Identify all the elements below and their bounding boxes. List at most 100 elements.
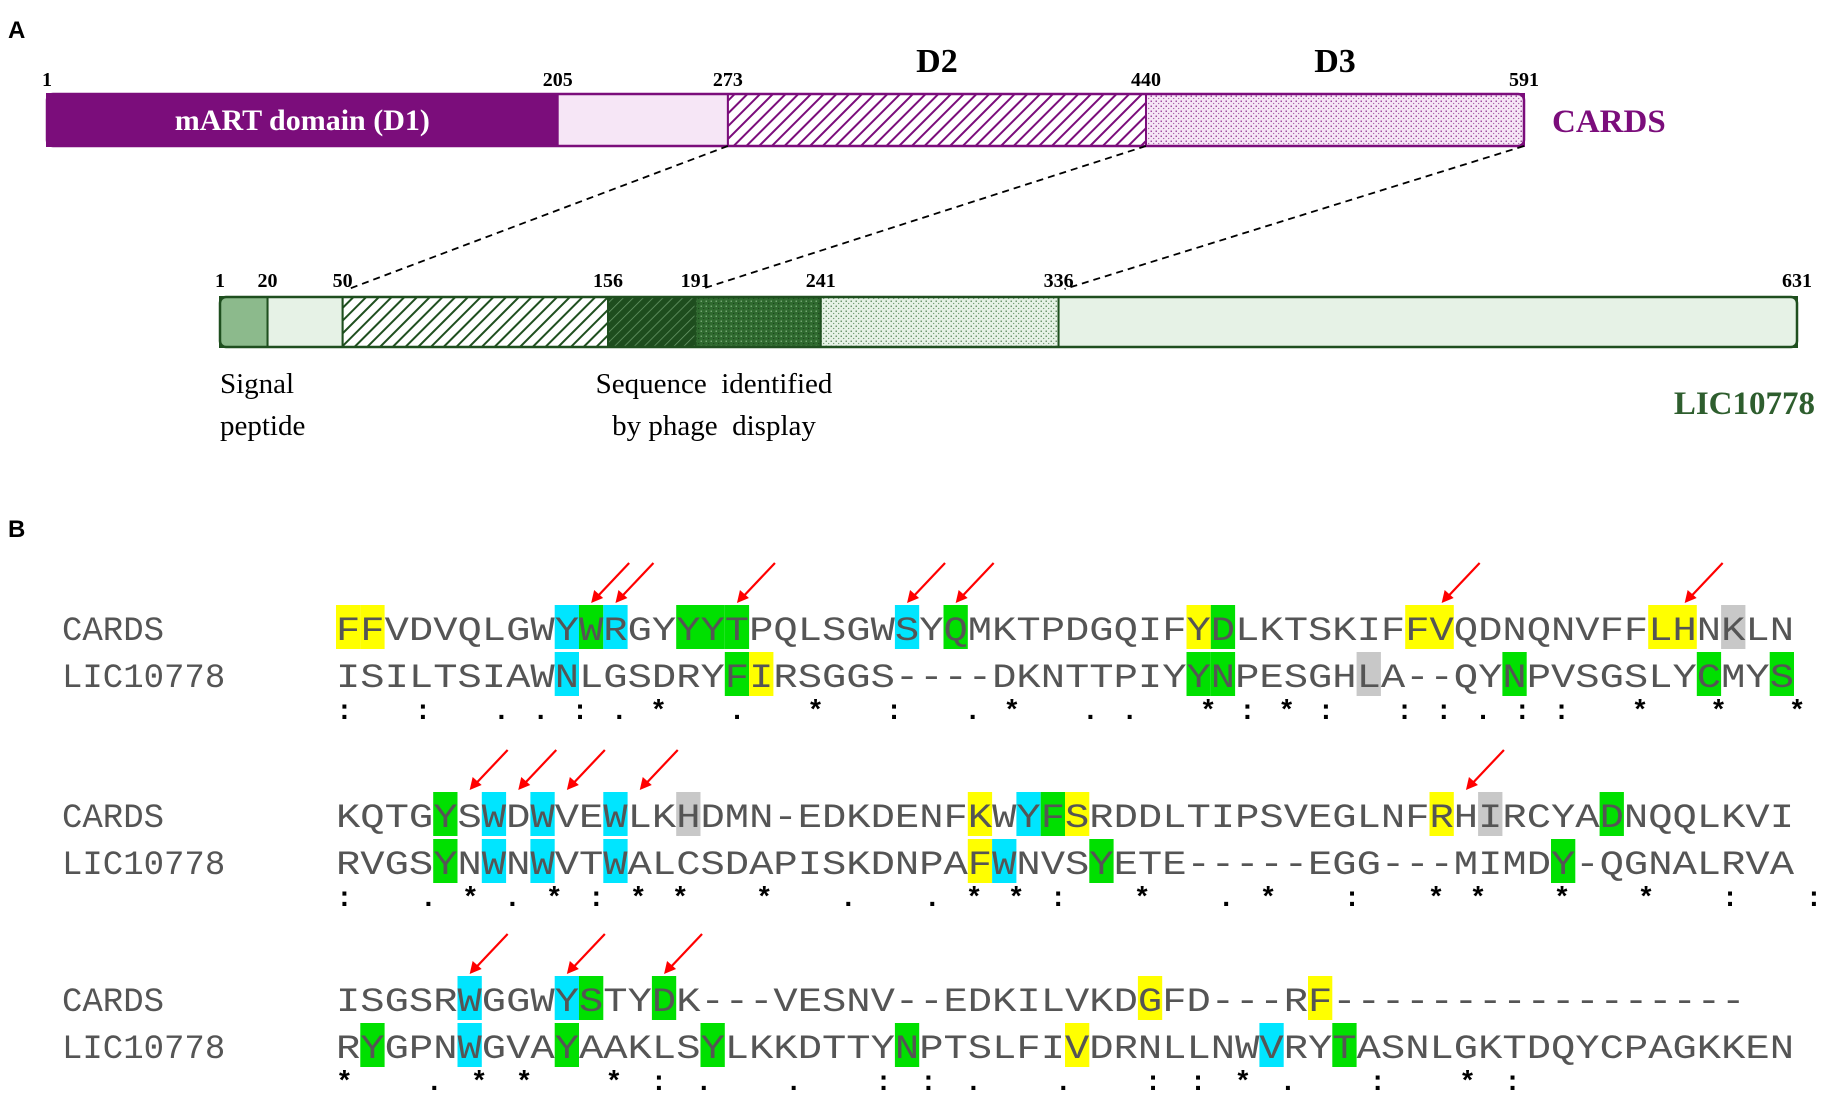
phage-display-label-line1: Sequence identified: [596, 368, 833, 400]
sequence-name: LIC10778: [62, 660, 225, 698]
residue-highlight: [1672, 605, 1697, 649]
residue-highlight: [336, 605, 361, 649]
residue-highlight: [1040, 792, 1065, 836]
red-arrow-head: [639, 777, 652, 790]
residue-highlight: [481, 839, 507, 883]
cards-tick-label: 1: [42, 69, 52, 91]
residue-highlight: [1356, 652, 1381, 696]
cards-segment-linker: [556, 93, 729, 147]
residue-highlight: [433, 839, 458, 883]
lic10778-bar-outline: [218, 295, 1799, 349]
red-arrow: [641, 749, 679, 788]
residue-highlight: [1648, 605, 1673, 649]
residue-highlight: [1332, 1023, 1357, 1067]
residue-highlight: [1551, 839, 1576, 883]
red-arrow-head: [566, 777, 579, 790]
red-arrow: [739, 562, 776, 601]
residue-highlight: [457, 1023, 482, 1067]
residue-highlight: [967, 792, 993, 836]
sequence-residues: RVGSYNWNWVTWALCSDAPISKDNPAFWNVSYETE-----…: [336, 847, 1795, 885]
alignment-block: CARDS KQTGYSWDWVEWLKHDMN-EDKDENFKWYFSRDDL…: [62, 749, 1825, 915]
cards-mart-domain-label: mART domain (D1): [175, 104, 430, 137]
residue-highlight: [603, 792, 628, 836]
red-arrow-head: [469, 961, 482, 974]
residue-highlight: [1186, 605, 1211, 649]
residue-highlight: [530, 792, 555, 836]
residue-highlight: [579, 976, 604, 1020]
residue-highlight: [1502, 652, 1527, 696]
sequence-residues: KQTGYSWDWVEWLKHDMN-EDKDENFKWYFSRDDLTIPSV…: [336, 800, 1794, 838]
residue-highlight: [1186, 652, 1211, 696]
red-arrow-head: [1465, 777, 1478, 790]
residue-highlight: [676, 605, 701, 649]
residue-highlight: [724, 605, 750, 649]
cards-tick-label: 273: [713, 69, 743, 91]
residue-highlight: [1599, 792, 1624, 836]
lic10778-protein-name: LIC10778: [1674, 386, 1815, 422]
residue-highlight: [360, 605, 385, 649]
residue-highlight: [433, 792, 458, 836]
phage-display-label-line2: by phage display: [612, 410, 816, 442]
residue-highlight: [1429, 792, 1454, 836]
residue-highlight: [724, 652, 750, 696]
domain-connector-line: [348, 145, 729, 290]
lic10778-segment: [819, 296, 1060, 348]
lic10778-tick-label: 631: [1782, 270, 1812, 292]
cards-segment-mart: [46, 93, 559, 147]
sequence-residues: ISILTSIAWNLGSDRYFIRSGGS----DKNTTPIYYNPES…: [336, 660, 1794, 698]
residue-highlight: [554, 1023, 579, 1067]
red-arrow-head: [566, 961, 579, 974]
residue-highlight: [894, 605, 920, 649]
cards-domain-label-d3: D3: [1314, 43, 1356, 80]
cards-tick-label: 440: [1131, 69, 1161, 91]
red-arrow-head: [591, 590, 604, 603]
residue-highlight: [676, 792, 701, 836]
residue-highlight: [1721, 605, 1746, 649]
residue-highlight: [749, 652, 774, 696]
sequence-name: LIC10778: [62, 847, 225, 885]
sequence-residues: RYGPNWGVAYAAKLSYLKKDTTYNPTSLFIVDRNLLNWVR…: [336, 1031, 1794, 1069]
red-arrow: [1686, 562, 1724, 601]
lic10778-tick-label: 1: [215, 270, 225, 292]
cards-tick-label: 205: [543, 69, 573, 91]
residue-highlight: [1210, 605, 1236, 649]
residue-highlight: [1478, 792, 1503, 836]
red-arrow-head: [955, 590, 968, 603]
red-arrow-head: [736, 590, 749, 603]
sequence-residues: ISGSRWGGWYSTYDK---VESNV--EDKILVKDGFD---R…: [336, 984, 1745, 1022]
residue-highlight: [1065, 792, 1090, 836]
cards-bar-outline: [45, 92, 1526, 148]
red-arrow: [957, 562, 995, 601]
residue-highlight: [481, 792, 507, 836]
sequence-name: CARDS: [62, 613, 164, 651]
residue-highlight: [554, 652, 579, 696]
lic10778-segment: [694, 296, 822, 348]
red-arrow: [520, 749, 558, 788]
lic10778-segment: [219, 296, 269, 348]
red-arrow: [569, 749, 606, 788]
cards-tick-label: 591: [1509, 69, 1539, 91]
red-arrow-head: [469, 777, 482, 790]
residue-highlight: [360, 1023, 385, 1067]
panel-a-label: A: [8, 17, 25, 44]
residue-highlight: [1259, 1023, 1284, 1067]
sequence-name: CARDS: [62, 800, 164, 838]
red-arrow: [617, 562, 655, 601]
lic10778-tick-label: 20: [258, 270, 278, 292]
lic10778-segment: [266, 296, 344, 348]
domain-connector-line: [701, 145, 1147, 290]
red-arrow: [1443, 562, 1481, 601]
red-arrow-head: [1441, 590, 1454, 603]
residue-highlight: [457, 976, 482, 1020]
cards-segment-d3: [1144, 93, 1526, 147]
lic10778-tick-label: 191: [681, 270, 711, 292]
residue-highlight: [943, 605, 968, 649]
residue-highlight: [700, 605, 725, 649]
residue-highlight: [1769, 652, 1794, 696]
domain-connector-line: [1064, 145, 1525, 290]
